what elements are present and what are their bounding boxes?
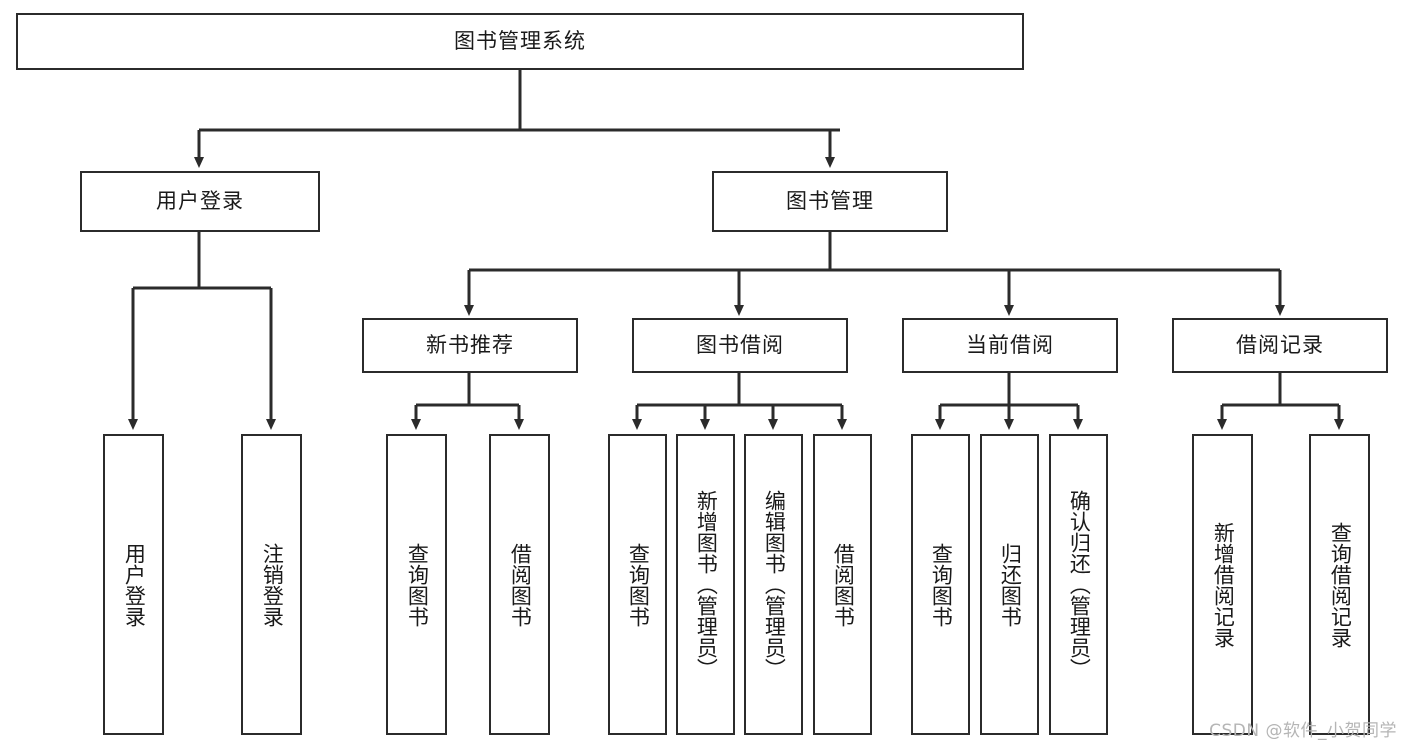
leaf-borrow-record-add[interactable]: 新增借阅记录 (1192, 434, 1253, 735)
node-borrow-record-label: 借阅记录 (1236, 332, 1324, 357)
leaf-label: 确认归还（管理员） (1067, 490, 1092, 679)
node-book-borrow[interactable]: 图书借阅 (632, 318, 848, 373)
node-book-manage-label: 图书管理 (786, 188, 874, 213)
leaf-label: 用户登录 (122, 542, 147, 627)
node-current-borrow[interactable]: 当前借阅 (902, 318, 1118, 373)
node-user-login[interactable]: 用户登录 (80, 171, 320, 232)
leaf-label: 归还图书 (998, 542, 1023, 627)
leaf-current-borrow-query[interactable]: 查询图书 (911, 434, 970, 735)
node-user-login-label: 用户登录 (156, 188, 244, 213)
leaf-user-login-logout[interactable]: 注销登录 (241, 434, 302, 735)
leaf-current-borrow-return[interactable]: 归还图书 (980, 434, 1039, 735)
leaf-label: 编辑图书（管理员） (762, 490, 787, 679)
leaf-label: 注销登录 (260, 542, 285, 627)
leaf-book-borrow-add[interactable]: 新增图书（管理员） (676, 434, 735, 735)
leaf-label: 新增图书（管理员） (694, 490, 719, 679)
node-current-borrow-label: 当前借阅 (966, 332, 1054, 357)
leaf-label: 查询图书 (626, 542, 651, 627)
leaf-label: 查询借阅记录 (1328, 521, 1353, 648)
node-root-label: 图书管理系统 (454, 28, 586, 53)
watermark: CSDN @软件_小贺同学 (1209, 721, 1397, 741)
node-root[interactable]: 图书管理系统 (16, 13, 1024, 70)
leaf-label: 新增借阅记录 (1211, 521, 1236, 648)
node-borrow-record[interactable]: 借阅记录 (1172, 318, 1388, 373)
node-book-manage[interactable]: 图书管理 (712, 171, 948, 232)
leaf-user-login-login[interactable]: 用户登录 (103, 434, 164, 735)
leaf-book-borrow-query[interactable]: 查询图书 (608, 434, 667, 735)
leaf-new-book-borrow[interactable]: 借阅图书 (489, 434, 550, 735)
node-book-borrow-label: 图书借阅 (696, 332, 784, 357)
leaf-current-borrow-confirm[interactable]: 确认归还（管理员） (1049, 434, 1108, 735)
leaf-book-borrow-borrow[interactable]: 借阅图书 (813, 434, 872, 735)
node-new-book-recommend-label: 新书推荐 (426, 332, 514, 357)
leaf-label: 借阅图书 (831, 542, 856, 627)
leaf-label: 查询图书 (929, 542, 954, 627)
leaf-borrow-record-query[interactable]: 查询借阅记录 (1309, 434, 1370, 735)
leaf-label: 查询图书 (405, 542, 430, 627)
leaf-new-book-query[interactable]: 查询图书 (386, 434, 447, 735)
leaf-book-borrow-edit[interactable]: 编辑图书（管理员） (744, 434, 803, 735)
node-new-book-recommend[interactable]: 新书推荐 (362, 318, 578, 373)
leaf-label: 借阅图书 (508, 542, 533, 627)
